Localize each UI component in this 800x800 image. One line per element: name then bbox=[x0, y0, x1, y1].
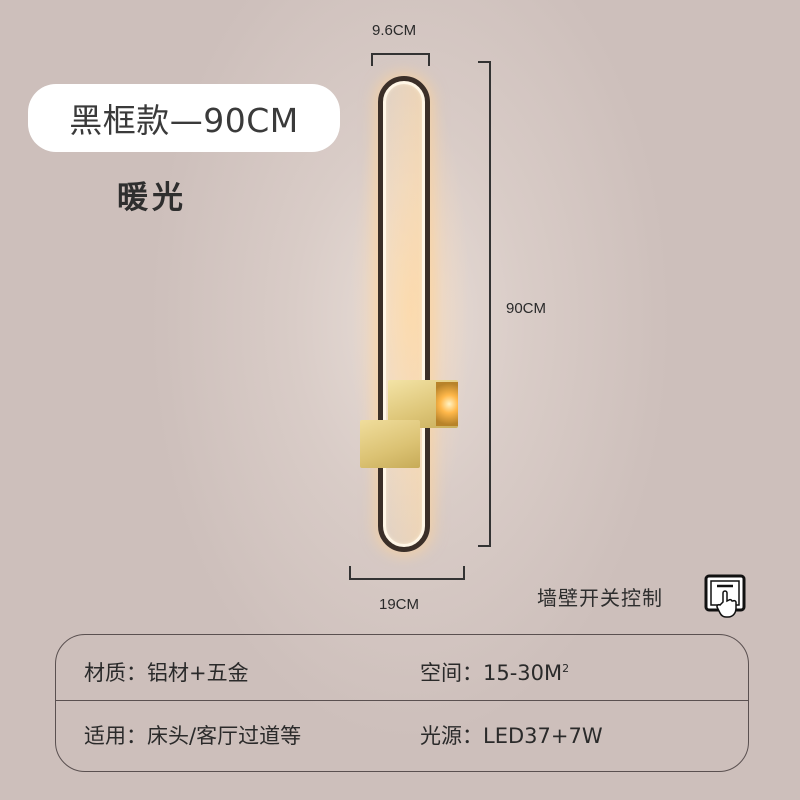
spec-light-label: 光源： bbox=[420, 724, 483, 748]
spec-material: 材质：铝材+五金 bbox=[84, 657, 249, 687]
spec-divider bbox=[55, 700, 749, 701]
light-color-label: 暖光 bbox=[117, 180, 187, 216]
top-width-label: 9.6CM bbox=[372, 22, 417, 39]
bottom-width-bracket bbox=[349, 566, 465, 580]
spec-material-label: 材质： bbox=[84, 661, 147, 685]
spec-space-label: 空间： bbox=[420, 661, 483, 685]
lamp-spotlight bbox=[436, 382, 458, 426]
spec-material-value: 铝材+五金 bbox=[147, 661, 249, 685]
top-width-bracket bbox=[371, 53, 430, 66]
switch-control-label: 墙壁开关控制 bbox=[537, 586, 663, 610]
spec-space: 空间：15-30M2 bbox=[420, 657, 569, 687]
wall-switch-hand-icon bbox=[704, 574, 748, 622]
lamp-led-strip bbox=[383, 81, 425, 547]
lamp-frame bbox=[378, 76, 430, 552]
bottom-width-label: 19CM bbox=[379, 596, 420, 613]
spec-table bbox=[55, 634, 749, 772]
spec-usage-value: 床头/客厅过道等 bbox=[147, 724, 302, 748]
height-label: 90CM bbox=[506, 300, 547, 317]
spec-light-source: 光源：LED37+7W bbox=[420, 720, 603, 750]
spec-light-value: LED37+7W bbox=[483, 724, 603, 748]
spec-space-unit: 2 bbox=[562, 662, 570, 675]
spec-space-value: 15-30M bbox=[483, 661, 563, 685]
product-title-badge: 黑框款—90CM bbox=[28, 84, 340, 152]
spec-usage: 适用：床头/客厅过道等 bbox=[84, 720, 301, 750]
product-title: 黑框款—90CM bbox=[69, 101, 299, 140]
lamp-gold-block-lower bbox=[360, 420, 420, 468]
spec-usage-label: 适用： bbox=[84, 724, 147, 748]
height-bracket bbox=[478, 61, 491, 547]
